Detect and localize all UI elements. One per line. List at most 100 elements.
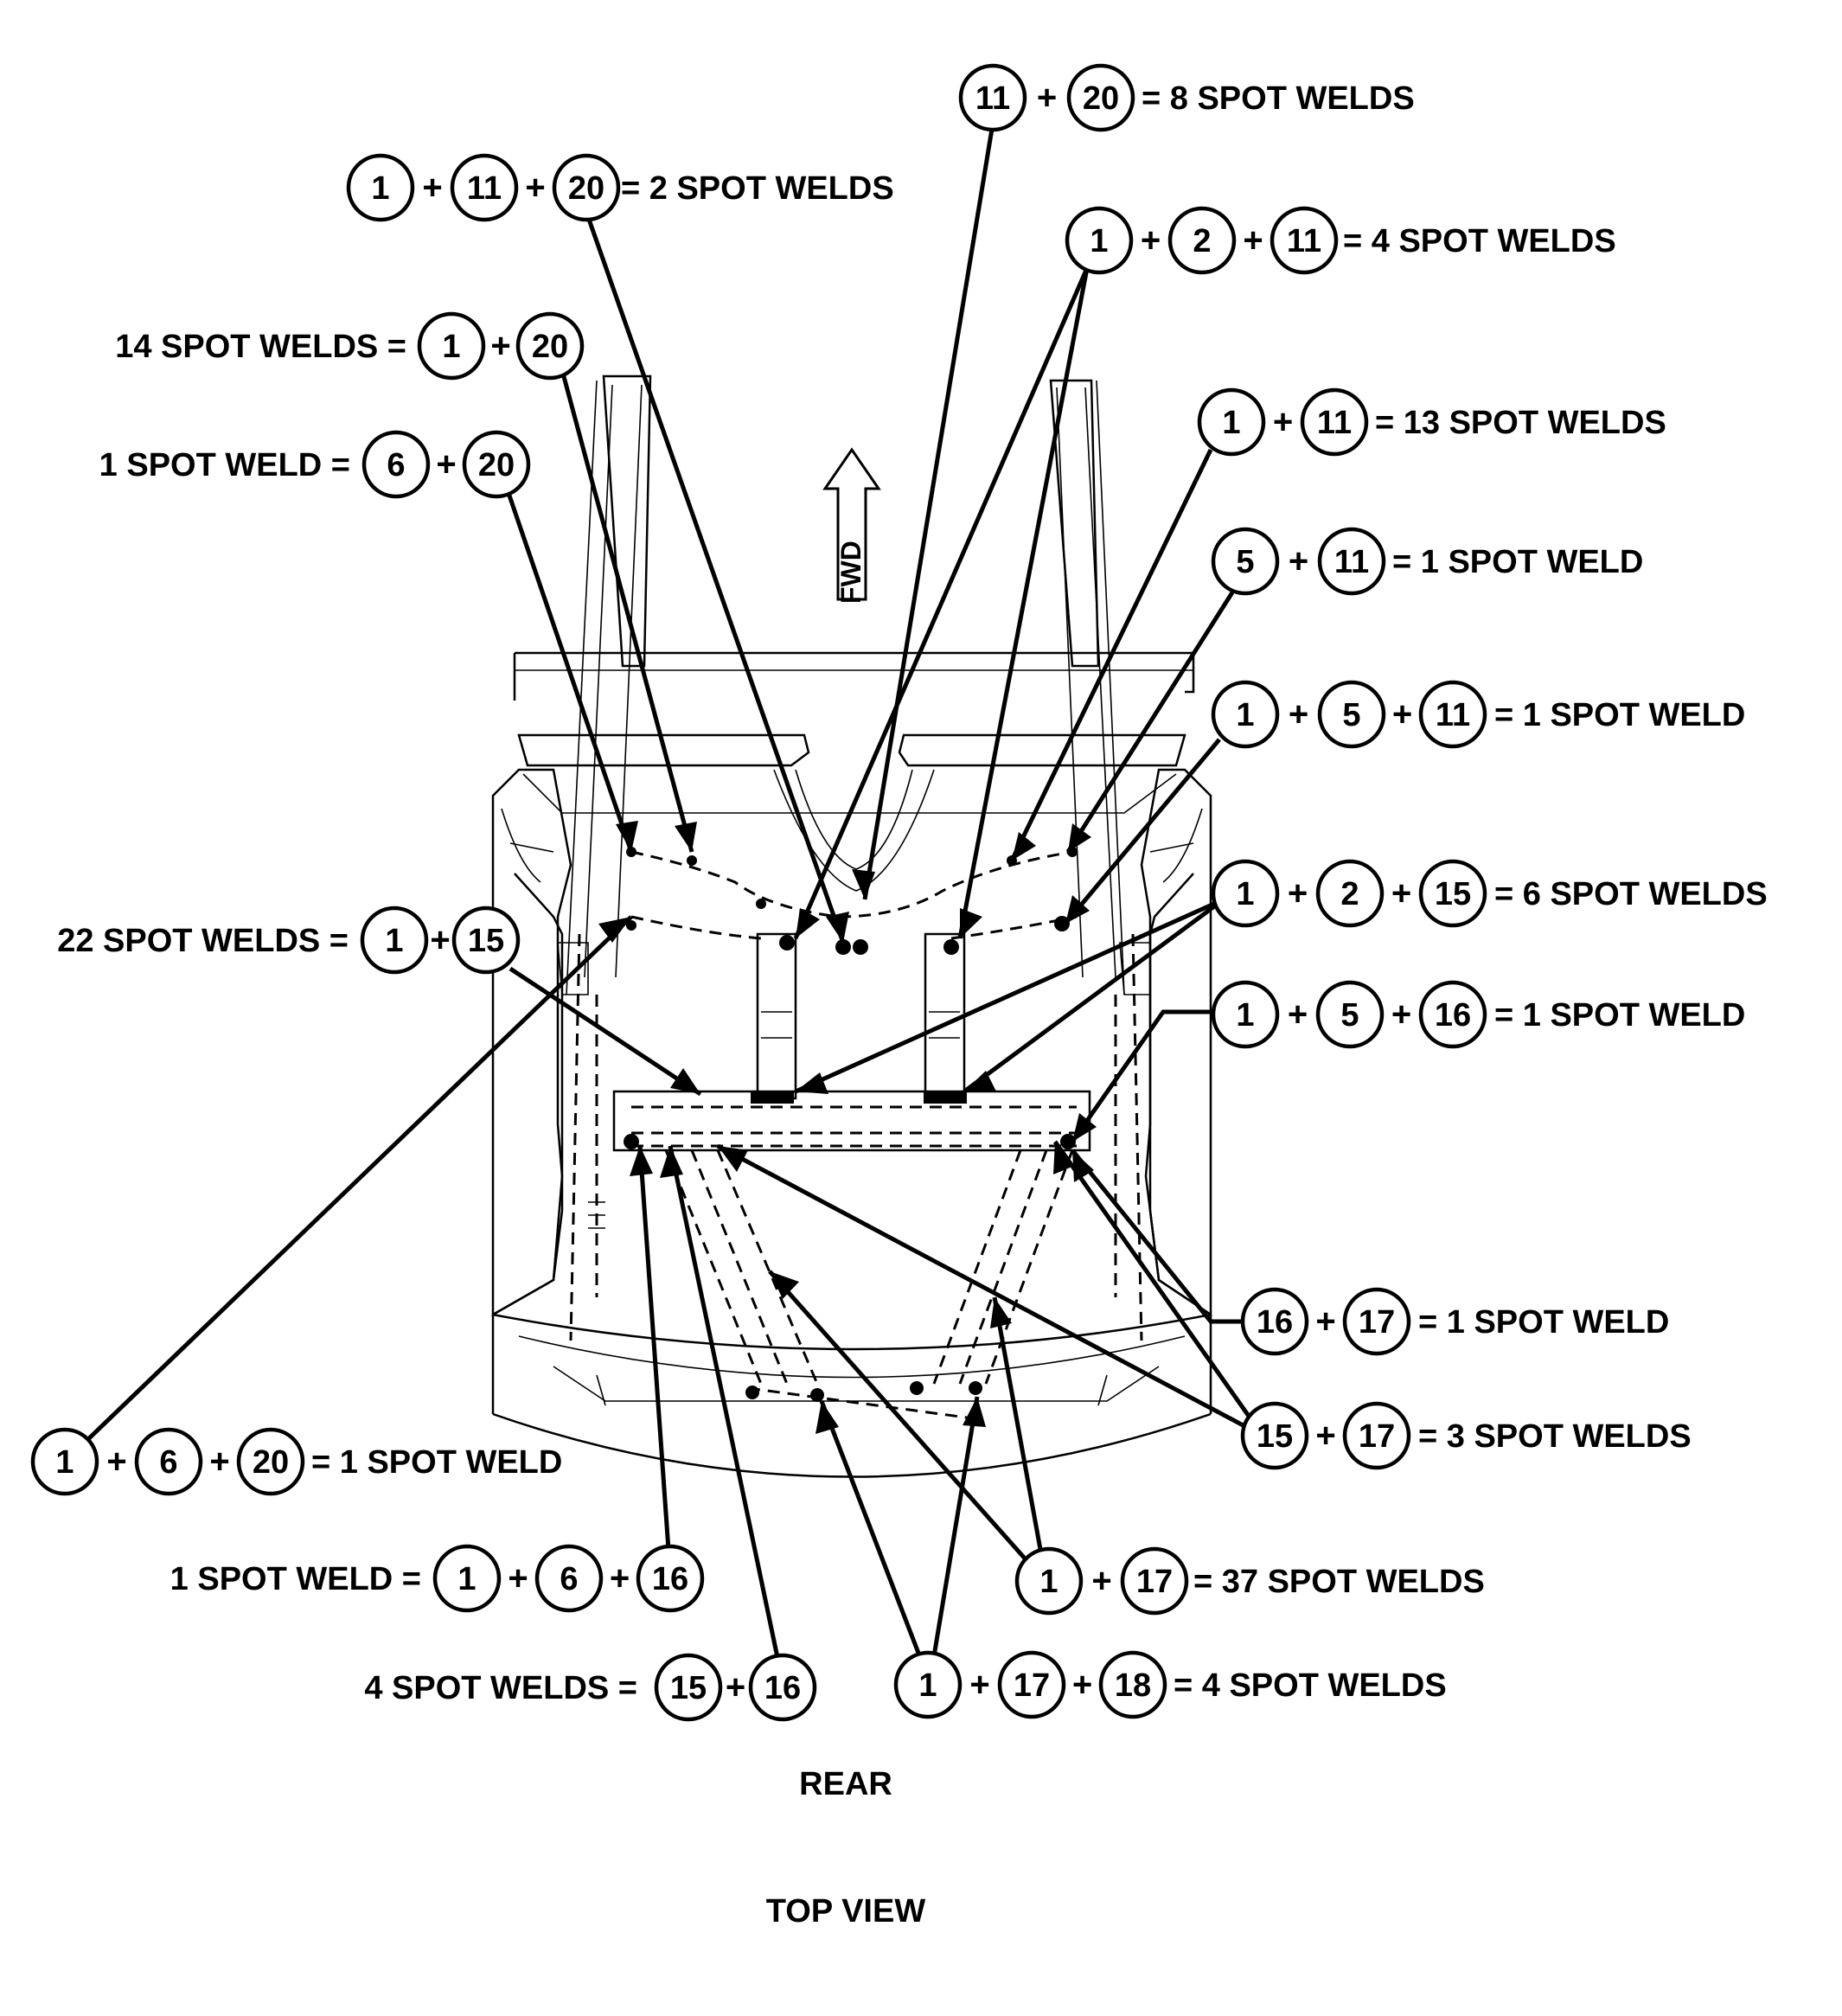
plus-sign: + bbox=[1141, 221, 1161, 259]
callout-c-5-11: 5+11= 1 SPOT WELD bbox=[1211, 527, 1643, 596]
plus-sign: + bbox=[1315, 1302, 1335, 1341]
part-number: 11 bbox=[1436, 697, 1470, 733]
plus-sign: + bbox=[422, 169, 442, 207]
part-number: 6 bbox=[560, 1561, 578, 1597]
part-number: 5 bbox=[1342, 697, 1360, 733]
part-number: 16 bbox=[1257, 1304, 1293, 1341]
part-number-circle bbox=[1065, 206, 1134, 275]
part-number-circle bbox=[748, 1653, 817, 1722]
fwd-label: FWD bbox=[835, 541, 867, 604]
part-number-circle bbox=[534, 1544, 604, 1613]
part-number: 1 bbox=[442, 329, 460, 365]
part-number-circle bbox=[1342, 1287, 1411, 1356]
weld-count-label: = 2 SPOT WELDS bbox=[621, 170, 894, 207]
part-number: 20 bbox=[478, 447, 515, 483]
plus-sign: + bbox=[1037, 79, 1057, 117]
part-number: 17 bbox=[1014, 1667, 1050, 1704]
part-number-circle bbox=[361, 430, 431, 499]
weld-count-label: = 1 SPOT WELD bbox=[1494, 697, 1745, 733]
part-number: 15 bbox=[468, 923, 504, 959]
part-number-circle bbox=[1197, 387, 1266, 457]
callout-c-15-16: 15+164 SPOT WELDS = bbox=[364, 1653, 817, 1722]
plus-sign: + bbox=[1391, 995, 1411, 1034]
callout-c-15-17: 15+17= 3 SPOT WELDS bbox=[1240, 1401, 1692, 1470]
part-number-circle bbox=[1418, 680, 1487, 749]
part-number-circle bbox=[636, 1544, 705, 1613]
part-number: 16 bbox=[652, 1561, 688, 1597]
part-number-circle bbox=[432, 1544, 502, 1613]
part-number: 11 bbox=[975, 80, 1010, 117]
plus-sign: + bbox=[1289, 695, 1308, 733]
part-number-circle bbox=[1098, 1650, 1167, 1719]
part-number-circle bbox=[1300, 387, 1369, 457]
plus-sign: + bbox=[1072, 1666, 1092, 1704]
part-number-circle bbox=[1240, 1401, 1309, 1470]
weld-count-label: = 8 SPOT WELDS bbox=[1142, 80, 1415, 117]
plus-sign: + bbox=[969, 1666, 989, 1704]
part-number-circle bbox=[134, 1427, 203, 1496]
plus-sign: + bbox=[1091, 1562, 1111, 1600]
part-number: 5 bbox=[1340, 997, 1359, 1034]
part-number-circle bbox=[1120, 1546, 1189, 1616]
part-number: 6 bbox=[159, 1444, 177, 1481]
part-number-circle bbox=[1418, 980, 1487, 1049]
plus-sign: + bbox=[209, 1443, 229, 1481]
forward-arrow-icon bbox=[822, 447, 881, 601]
part-number-circle bbox=[1317, 680, 1386, 749]
part-number-circle bbox=[30, 1427, 99, 1496]
part-number-circle bbox=[1240, 1287, 1309, 1356]
part-number: 1 bbox=[457, 1561, 476, 1597]
weld-count-label: 22 SPOT WELDS = bbox=[57, 923, 349, 959]
part-number: 20 bbox=[253, 1444, 289, 1481]
callout-c-1-17-18: 1+17+18= 4 SPOT WELDS bbox=[893, 1650, 1447, 1719]
plus-sign: + bbox=[1288, 995, 1308, 1034]
part-number-circle bbox=[893, 1650, 963, 1719]
leader-lines bbox=[63, 123, 1267, 1683]
part-number-circle bbox=[1317, 527, 1386, 596]
part-number-circle bbox=[462, 430, 531, 499]
part-number: 15 bbox=[670, 1670, 707, 1706]
part-number-circle bbox=[360, 906, 429, 975]
part-number: 17 bbox=[1136, 1564, 1173, 1600]
part-number: 6 bbox=[387, 447, 405, 483]
part-number-circle bbox=[1066, 63, 1135, 132]
part-number-circle bbox=[1418, 859, 1487, 928]
plus-sign: + bbox=[1315, 1417, 1335, 1455]
part-number: 1 bbox=[1090, 223, 1108, 259]
part-number-circle bbox=[1270, 206, 1339, 275]
plus-sign: + bbox=[525, 169, 545, 207]
part-number-circle bbox=[450, 153, 519, 222]
callout-c-1-17: 1+17= 37 SPOT WELDS bbox=[1014, 1546, 1485, 1616]
part-number-circle bbox=[515, 311, 585, 381]
plus-sign: + bbox=[490, 327, 510, 365]
leader-arrowheads bbox=[598, 821, 1097, 1434]
part-number: 17 bbox=[1359, 1418, 1395, 1455]
part-number: 1 bbox=[371, 170, 389, 207]
part-number: 11 bbox=[1334, 544, 1369, 580]
plus-sign: + bbox=[1391, 874, 1411, 912]
weld-count-label: 1 SPOT WELD = bbox=[99, 447, 350, 483]
part-number-circle bbox=[417, 311, 486, 381]
plus-sign: + bbox=[508, 1559, 528, 1597]
part-number: 1 bbox=[918, 1667, 937, 1704]
weld-count-label: = 1 SPOT WELD bbox=[1494, 997, 1745, 1034]
part-number-circle bbox=[451, 906, 521, 975]
callout-c-1-6-16: 1+6+161 SPOT WELD = bbox=[170, 1544, 705, 1613]
weld-dots bbox=[624, 847, 1078, 1402]
plus-sign: + bbox=[1289, 542, 1308, 580]
part-number: 1 bbox=[1236, 876, 1254, 912]
part-number-circle bbox=[1315, 859, 1385, 928]
part-number: 17 bbox=[1359, 1304, 1395, 1341]
part-number: 16 bbox=[1435, 997, 1471, 1034]
part-number-circle bbox=[1014, 1546, 1084, 1616]
part-number-circle bbox=[346, 153, 415, 222]
weld-count-label: = 4 SPOT WELDS bbox=[1343, 223, 1616, 259]
part-number-circle bbox=[552, 153, 621, 222]
part-number: 15 bbox=[1435, 876, 1471, 912]
part-number: 1 bbox=[1039, 1564, 1058, 1600]
callout-c-1-11: 1+11= 13 SPOT WELDS bbox=[1197, 387, 1666, 457]
part-number: 1 bbox=[1236, 697, 1254, 733]
